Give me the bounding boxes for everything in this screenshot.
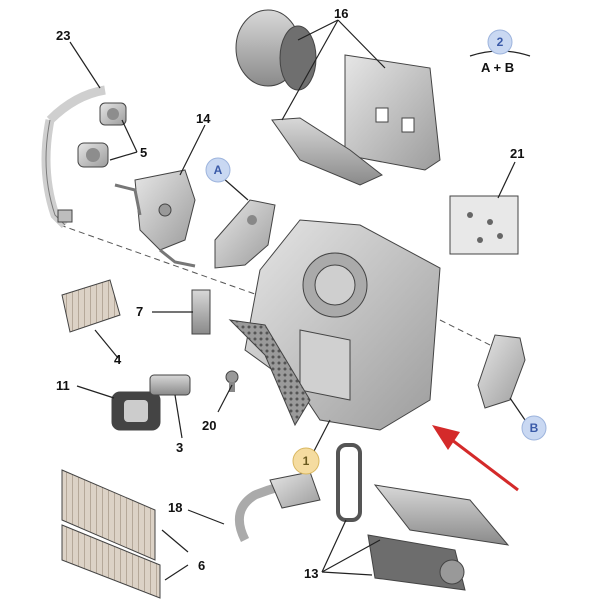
part-heater-hose [41, 85, 106, 229]
badge-a-label: A [214, 163, 223, 177]
badge-1: 1 [292, 447, 320, 475]
part-drain-hose [234, 471, 321, 543]
callout-5: 5 [140, 145, 147, 160]
part-actuator-bracket-b [477, 334, 526, 409]
callout-16: 16 [334, 6, 348, 21]
part-control-linkage [114, 169, 196, 268]
badge-1-label: 1 [303, 454, 310, 468]
part-filter-small [61, 279, 121, 333]
callout-3: 3 [176, 440, 183, 455]
callout-23: 23 [56, 28, 70, 43]
badge-b: B [521, 415, 547, 441]
callout-20: 20 [202, 418, 216, 433]
callout-7: 7 [136, 304, 143, 319]
callout-14: 14 [196, 111, 211, 126]
part-seals-and-panels [336, 443, 510, 591]
callout-21: 21 [510, 146, 524, 161]
callout-13: 13 [304, 566, 318, 581]
part-actuator-bracket-a [214, 199, 276, 269]
reference-a-plus-b: A + B [481, 60, 514, 75]
callout-11: 11 [56, 378, 70, 393]
part-actuator [191, 289, 211, 335]
part-screw [225, 370, 239, 392]
part-seal-gasket [111, 391, 161, 431]
badge-a: A [205, 157, 231, 183]
part-small-fittings-box [449, 195, 519, 255]
part-connector [149, 374, 191, 396]
callout-18: 18 [168, 500, 182, 515]
part-hvac-housing [228, 219, 441, 431]
leader-lines [69, 19, 531, 581]
badge-2-label: 2 [497, 35, 504, 49]
callout-6: 6 [198, 558, 205, 573]
part-pipe-clips [77, 102, 127, 168]
callout-4: 4 [114, 352, 122, 367]
assembly-line-right [439, 319, 501, 351]
part-blower-and-cover [235, 9, 441, 186]
badge-2: 2 [487, 29, 513, 55]
pointer-arrow [432, 425, 519, 492]
part-cabin-filters [61, 469, 161, 599]
badge-b-label: B [530, 421, 539, 435]
